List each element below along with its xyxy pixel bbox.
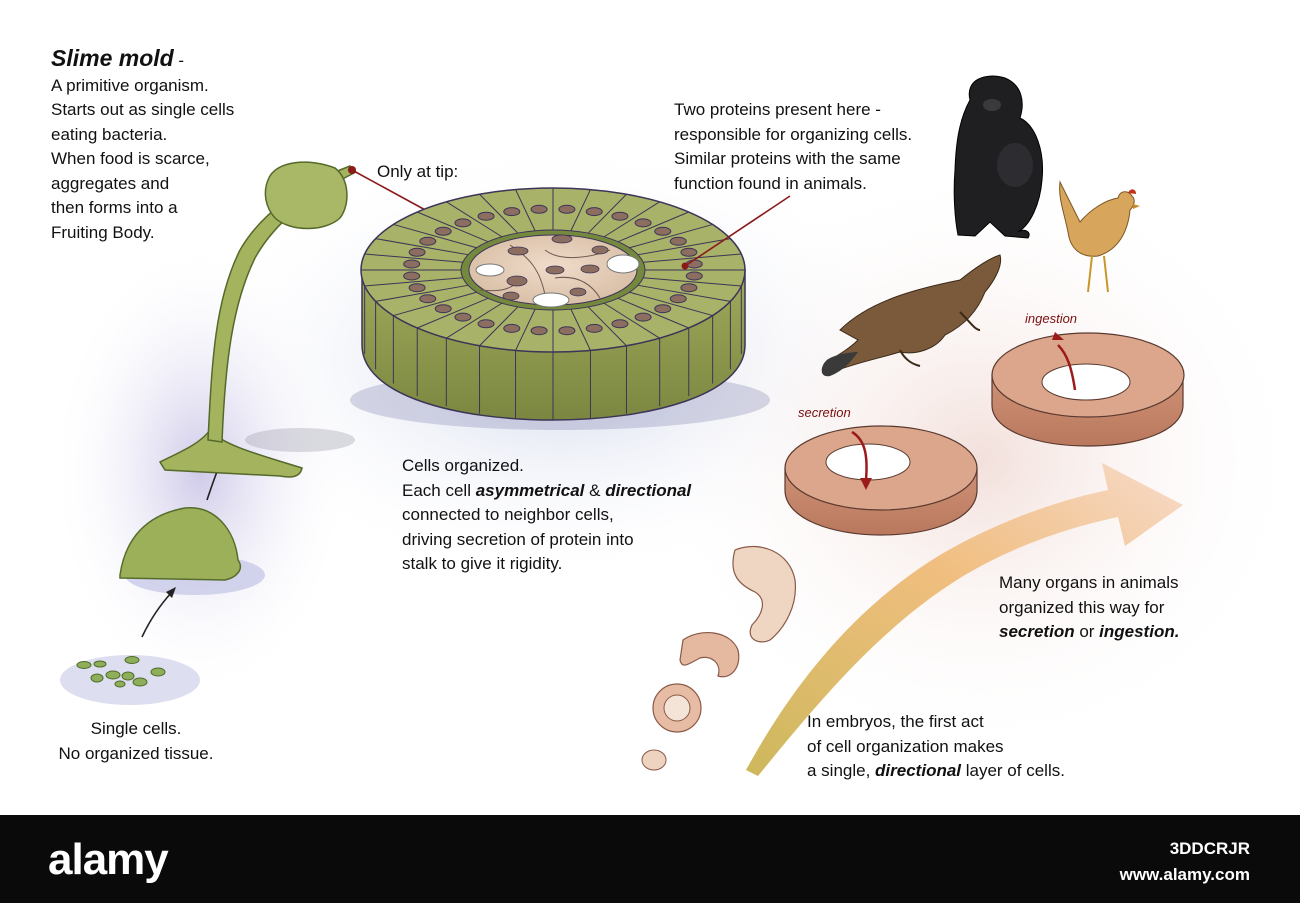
- single-cells-line-2: No organized tissue.: [58, 743, 214, 763]
- arrow-head-1: [166, 587, 176, 598]
- gorilla-illustration: [953, 75, 1044, 239]
- fruiting-body-base: [158, 428, 303, 478]
- image-code: 3DDCRJR: [1169, 839, 1250, 858]
- organs-line-3: secretion or ingestion.: [999, 620, 1179, 645]
- proteins-line: Similar proteins with the same: [674, 149, 901, 168]
- chicken-illustration: [1059, 180, 1140, 293]
- single-cells-icon: [76, 656, 166, 688]
- tip-label: Only at tip:: [377, 162, 459, 181]
- intro-line: then forms into a: [51, 198, 178, 217]
- organs-or: or: [1074, 622, 1100, 641]
- intro-line: Fruiting Body.: [51, 222, 155, 242]
- cells-line-1: Cells organized.: [402, 456, 524, 475]
- cells-line-2c: &: [584, 480, 606, 500]
- cells-line-2a: Each cell: [402, 480, 476, 500]
- ingestion-emphasis: ingestion.: [1099, 622, 1180, 641]
- cells-line-3: connected to neighbor cells,: [402, 505, 614, 524]
- proteins-block: Two proteins present here - responsible …: [674, 98, 912, 196]
- arrow-cells-to-mound: [141, 591, 173, 638]
- embryos-line-3a: a single,: [807, 761, 876, 780]
- intro-block: Slime mold - A primitive organism. Start…: [51, 44, 234, 245]
- intro-line: When food is scarce,: [51, 149, 210, 168]
- organs-line-2: organized this way for: [999, 597, 1165, 617]
- organs-block: Many organs in animals organized this wa…: [999, 571, 1179, 645]
- embryos-line-3b: layer of cells.: [961, 761, 1065, 780]
- directional-emphasis-2: directional: [875, 761, 962, 780]
- embryos-block: In embryos, the first act of cell organi…: [807, 710, 1065, 784]
- diagram-graphics: [50, 75, 1300, 776]
- cells-line-5: stalk to give it rigidity.: [402, 554, 563, 573]
- intro-line: A primitive organism.: [51, 75, 209, 95]
- single-cells-caption: Single cells. No organized tissue.: [51, 717, 221, 766]
- embryos-line-1: In embryos, the first act: [807, 712, 984, 731]
- asymmetrical-emphasis: asymmetrical: [475, 480, 585, 500]
- directional-emphasis: directional: [605, 480, 692, 500]
- proteins-line: responsible for organizing cells.: [674, 124, 913, 144]
- proteins-line: Two proteins present here -: [674, 100, 881, 119]
- cells-organized-block: Cells organized. Each cell asymmetrical …: [402, 454, 691, 577]
- page-title: Slime mold: [51, 45, 174, 71]
- platypus-illustration: [821, 254, 1002, 377]
- fruiting-body-head: [264, 161, 348, 230]
- cells-line-2: Each cell asymmetrical & directional: [402, 479, 691, 504]
- intro-line: Starts out as single cells: [51, 100, 235, 119]
- ingestion-label: ingestion: [1025, 311, 1078, 326]
- alamy-logo: alamy: [48, 835, 169, 884]
- ingestion-ring: [991, 332, 1185, 447]
- organs-line-1: Many organs in animals: [999, 573, 1179, 592]
- single-cells-line-1: Single cells.: [90, 719, 182, 738]
- intro-line: eating bacteria.: [51, 124, 168, 144]
- evolution-arrow: [746, 463, 1183, 776]
- embryo-stages: [641, 545, 797, 771]
- stalk-shadow: [245, 428, 355, 452]
- proteins-line: function found in animals.: [674, 173, 867, 193]
- watermark-url: www.alamy.com: [1119, 865, 1250, 884]
- secretion-label: secretion: [798, 405, 851, 420]
- secretion-ring: [784, 425, 978, 536]
- title-dash: -: [173, 51, 185, 70]
- watermark-bar: alamy 3DDCRJR www.alamy.com: [0, 815, 1300, 903]
- embryos-line-3: a single, directional layer of cells.: [807, 759, 1065, 784]
- protein-pointer-line: [684, 195, 791, 267]
- embryos-line-2: of cell organization makes: [807, 736, 1004, 756]
- tissue-disk-illustration: [350, 187, 770, 430]
- aggregate-mound: [119, 507, 242, 581]
- intro-line: aggregates and: [51, 173, 170, 193]
- secretion-emphasis: secretion: [999, 622, 1075, 641]
- illustration-canvas: Slime mold - A primitive organism. Start…: [50, 44, 1300, 784]
- cells-line-4: driving secretion of protein into: [402, 529, 634, 549]
